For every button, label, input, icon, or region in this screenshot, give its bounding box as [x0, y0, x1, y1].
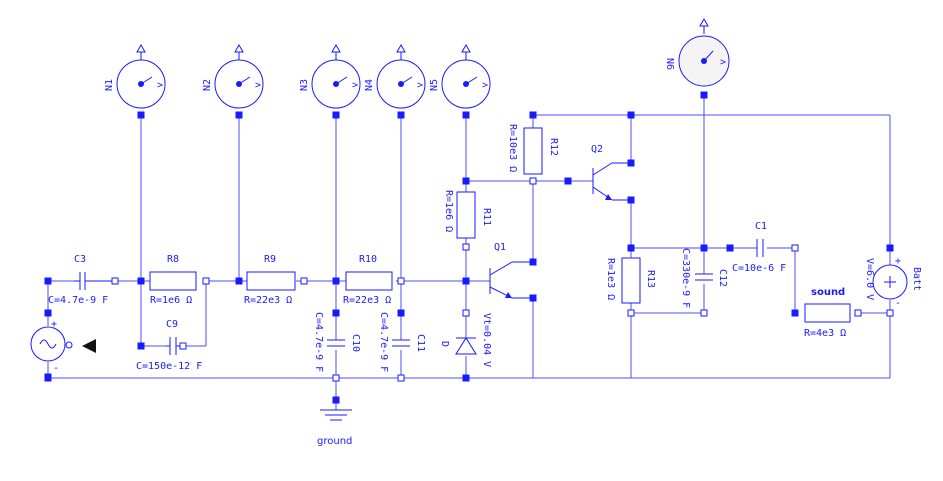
n5-label: N5	[429, 79, 440, 91]
meter-n1: > N1	[104, 43, 166, 119]
c12-label: C12	[717, 269, 728, 287]
meter-n4: > N4	[364, 43, 426, 119]
batt-label: Batt	[911, 267, 922, 291]
n2-label: N2	[202, 79, 213, 91]
svg-text:>: >	[417, 80, 423, 91]
r11-label: R11	[481, 208, 492, 226]
battery-batt: + - Batt V=6.0 V	[864, 244, 922, 317]
capacitor-c10: C10 C=4.7e-9 F	[313, 309, 361, 382]
capacitor-c3: C3 C=4.7e-9 F	[44, 254, 119, 306]
c12-value: C=330e-9 F	[680, 248, 691, 308]
svg-text:-: -	[895, 298, 901, 309]
meter-n5: > N5	[429, 43, 491, 119]
sound-label: sound	[811, 287, 845, 298]
svg-text:>: >	[720, 57, 726, 68]
resistor-r9: R9 R=22e3 Ω	[235, 254, 308, 306]
r12-label: R12	[548, 138, 559, 156]
capacitor-c12: C12 C=330e-9 F	[680, 244, 728, 317]
d-value: Vt=0.04 V	[481, 313, 492, 367]
c11-value: C=4.7e-9 F	[378, 312, 389, 372]
resistor-r8: R8 R=1e6 Ω	[137, 254, 210, 306]
c1-label: C1	[755, 221, 767, 232]
transistor-q2: Q2	[564, 144, 635, 204]
svg-text:>: >	[157, 80, 163, 91]
diode-d: D Vt=0.04 V	[439, 309, 492, 382]
svg-text:>: >	[482, 80, 488, 91]
r9-label: R9	[264, 254, 276, 265]
r9-value: R=22e3 Ω	[244, 295, 292, 306]
meter-n3: > N3	[299, 43, 361, 119]
signal-output-arrow-icon	[82, 339, 96, 353]
n6-label: N6	[664, 58, 675, 70]
r10-label: R10	[359, 254, 377, 265]
q1-label: Q1	[494, 242, 506, 253]
meter-n6: > N6	[664, 17, 730, 99]
svg-text:>: >	[352, 80, 358, 91]
r8-value: R=1e6 Ω	[150, 295, 192, 306]
r11-value: R=1e6 Ω	[443, 190, 454, 232]
r13-value: R=1e3 Ω	[605, 258, 616, 300]
meter-n2: > N2	[202, 43, 264, 119]
capacitor-c11: C11 C=4.7e-9 F	[378, 309, 426, 382]
c11-label: C11	[415, 334, 426, 352]
signal-source: + -	[30, 309, 96, 381]
c9-value: C=150e-12 F	[136, 361, 202, 372]
capacitor-c9: C9 C=150e-12 F	[136, 319, 202, 372]
resistor-sound: sound R=4e3 Ω	[791, 287, 862, 339]
c10-label: C10	[350, 334, 361, 352]
c10-value: C=4.7e-9 F	[313, 312, 324, 372]
svg-text:+: +	[51, 319, 57, 330]
svg-text:-: -	[53, 363, 59, 374]
capacitor-c1: C1 C=10e-6 F	[726, 221, 799, 274]
c3-value: C=4.7e-9 F	[48, 295, 108, 306]
ground-symbol: ground	[317, 396, 352, 447]
r12-value: R=10e3 Ω	[507, 124, 518, 172]
q2-label: Q2	[591, 144, 603, 155]
batt-value: V=6.0 V	[864, 258, 875, 300]
r13-label: R13	[645, 270, 656, 288]
n1-label: N1	[104, 79, 115, 91]
resistor-r12: R12 R=10e3 Ω	[507, 111, 559, 185]
c3-label: C3	[74, 254, 86, 265]
rail-nodes	[44, 111, 635, 382]
n4-label: N4	[364, 79, 375, 91]
transistor-q1: Q1	[462, 242, 537, 302]
d-label: D	[439, 341, 450, 347]
ground-label: ground	[317, 436, 352, 447]
n3-label: N3	[299, 79, 310, 91]
c9-label: C9	[166, 319, 178, 330]
c1-value: C=10e-6 F	[732, 263, 786, 274]
r10-value: R=22e3 Ω	[343, 295, 391, 306]
svg-text:+: +	[895, 256, 901, 267]
r8-label: R8	[167, 254, 179, 265]
resistor-r11: R11 R=1e6 Ω	[443, 177, 492, 251]
svg-text:>: >	[255, 80, 261, 91]
resistor-r10: R10 R=22e3 Ω	[332, 254, 405, 306]
resistor-r13: R13 R=1e3 Ω	[605, 244, 656, 317]
sound-value: R=4e3 Ω	[804, 328, 846, 339]
